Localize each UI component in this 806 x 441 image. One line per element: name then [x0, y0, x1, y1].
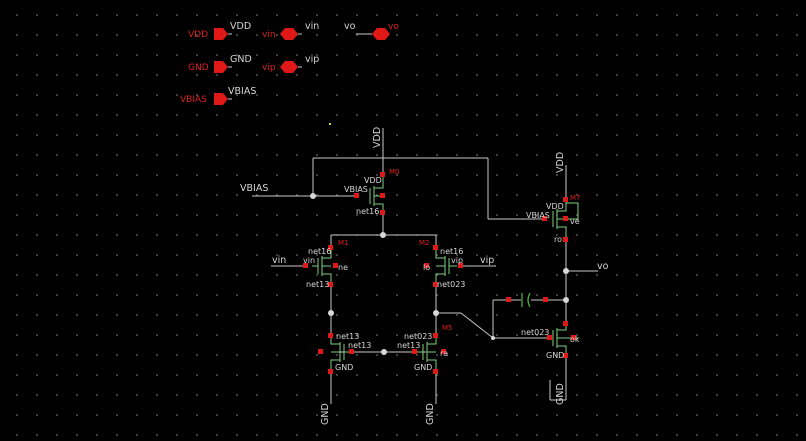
svg-text:net13: net13	[397, 341, 420, 350]
svg-text:net16: net16	[356, 207, 379, 216]
pin-gnd[interactable]: GND GND	[188, 54, 252, 73]
transistor-m6[interactable]: net023 ok GND	[521, 321, 580, 360]
svg-text:GND: GND	[335, 363, 353, 372]
svg-text:M1: M1	[338, 239, 349, 247]
svg-text:net023: net023	[521, 328, 549, 337]
pin-vbias-label: VBIAS	[228, 86, 256, 97]
pin-gnd-label: GND	[230, 54, 252, 65]
svg-text:vin: vin	[303, 256, 315, 265]
svg-text:net023: net023	[437, 280, 465, 289]
svg-text:ne: ne	[338, 263, 348, 272]
pin-vbias-icon	[214, 93, 228, 105]
vdd-net-label: VDD	[372, 127, 383, 148]
svg-text:ok: ok	[570, 335, 580, 344]
svg-text:M7: M7	[570, 194, 581, 202]
gnd-net-label-1: GND	[320, 403, 331, 425]
svg-text:M5: M5	[442, 324, 453, 332]
svg-text:GND: GND	[546, 351, 564, 360]
pin-vbias-name: VBIAS	[180, 95, 207, 105]
capacitor-cc[interactable]	[497, 292, 563, 308]
transistor-m2[interactable]: M2 net16 vip lo net023	[419, 239, 465, 289]
vo-net-label: vo	[597, 261, 609, 272]
svg-text:net13: net13	[336, 332, 359, 341]
pin-vip-name: vip	[262, 63, 276, 73]
svg-text:ve: ve	[570, 217, 580, 226]
pin-vdd-label: VDD	[230, 21, 251, 32]
pin-vin[interactable]: vin vin	[262, 21, 319, 40]
pin-vdd-name: VDD	[188, 30, 208, 40]
svg-text:net023: net023	[404, 332, 432, 341]
transistor-m0[interactable]: M0 VDD VBIAS net16	[344, 168, 400, 216]
transistor-m1[interactable]: M1 net16 vin ne net13	[303, 239, 349, 289]
svg-text:M0: M0	[389, 168, 400, 176]
pin-vip[interactable]: vip vip	[262, 54, 319, 73]
svg-text:GND: GND	[414, 363, 432, 372]
pin-vo[interactable]: vo vo	[344, 21, 399, 40]
vdd-net-label-2: VDD	[555, 152, 566, 173]
junctions	[310, 193, 569, 355]
transistor-m7[interactable]: M7 VDD VBIAS ve ro	[526, 194, 581, 244]
transistor-m3[interactable]: net13 net13 GND	[318, 332, 371, 374]
origin-marker	[329, 123, 331, 125]
pin-vin-label: vin	[305, 21, 319, 32]
svg-text:VDD: VDD	[546, 202, 564, 211]
svg-text:lo: lo	[423, 263, 430, 272]
pin-vip-label: vip	[305, 54, 319, 65]
net-labels: VDD VDD VBIAS vin vip vo GND GND GND	[240, 127, 609, 425]
pin-vdd-icon	[214, 28, 228, 40]
svg-text:ro: ro	[554, 235, 562, 244]
svg-text:net13: net13	[348, 341, 371, 350]
transistor-m5[interactable]: M5 net023 net13 ra GND	[397, 324, 453, 374]
svg-text:net16: net16	[308, 247, 331, 256]
svg-text:ra: ra	[440, 349, 448, 358]
pin-vip-icon	[280, 61, 298, 73]
gnd-net-label-2: GND	[425, 403, 436, 425]
gnd-net-label-3: GND	[555, 383, 566, 405]
svg-text:net13: net13	[306, 280, 329, 289]
pin-vo-name: vo	[344, 21, 356, 32]
svg-text:vip: vip	[451, 256, 463, 265]
svg-text:VBIAS: VBIAS	[526, 211, 550, 220]
pin-vdd[interactable]: VDD VDD	[188, 21, 251, 40]
pin-vin-name: vin	[262, 30, 276, 40]
pin-vo-icon	[372, 28, 390, 40]
pin-vin-icon	[280, 28, 298, 40]
pin-vo-label: vo	[388, 22, 399, 32]
svg-text:M2: M2	[419, 239, 430, 247]
vbias-net-label: VBIAS	[240, 183, 268, 194]
svg-text:VBIAS: VBIAS	[344, 185, 368, 194]
svg-text:VDD: VDD	[364, 176, 382, 185]
vip-net-label: vip	[480, 255, 494, 266]
pin-vbias[interactable]: VBIAS VBIAS	[180, 86, 256, 105]
pin-gnd-icon	[214, 61, 228, 73]
vin-net-label: vin	[272, 255, 286, 266]
svg-text:net16: net16	[440, 247, 463, 256]
pin-gnd-name: GND	[188, 63, 209, 73]
